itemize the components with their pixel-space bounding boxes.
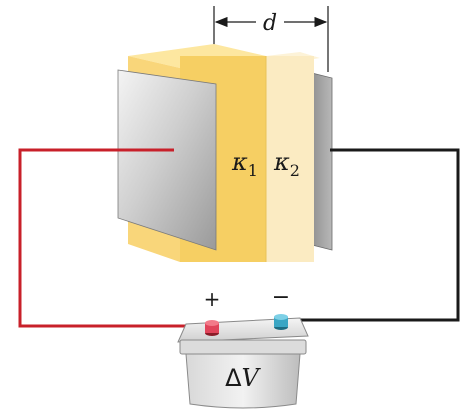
battery-voltage-label: ΔV xyxy=(225,364,261,392)
negative-wire xyxy=(288,148,460,322)
left-capacitor-plate xyxy=(117,69,217,251)
positive-terminal-cap xyxy=(205,320,219,326)
battery: ΔV xyxy=(177,314,309,409)
positive-sign: + xyxy=(204,287,221,311)
dielectric-1-label: κ1 xyxy=(231,148,258,180)
negative-terminal xyxy=(274,317,288,327)
negative-sign: − xyxy=(272,285,290,310)
battery-top xyxy=(177,317,309,343)
negative-terminal-cap xyxy=(274,314,288,320)
dielectric-2-subscript: 2 xyxy=(290,161,300,180)
dielectric-1-symbol: κ xyxy=(231,148,248,176)
separation-label: d xyxy=(263,11,277,36)
battery-v: V xyxy=(242,364,262,392)
positive-terminal xyxy=(205,323,219,333)
positive-wire xyxy=(18,148,206,328)
dielectric-2-symbol: κ xyxy=(273,148,290,176)
dielectric-2-front-face xyxy=(266,56,314,262)
dielectric-2-label: κ2 xyxy=(273,148,300,180)
battery-lid xyxy=(179,339,307,355)
battery-delta: Δ xyxy=(225,364,242,392)
battery-body xyxy=(185,353,301,409)
dielectric-2-slab xyxy=(265,52,320,262)
dielectric-1-subscript: 1 xyxy=(248,161,258,180)
